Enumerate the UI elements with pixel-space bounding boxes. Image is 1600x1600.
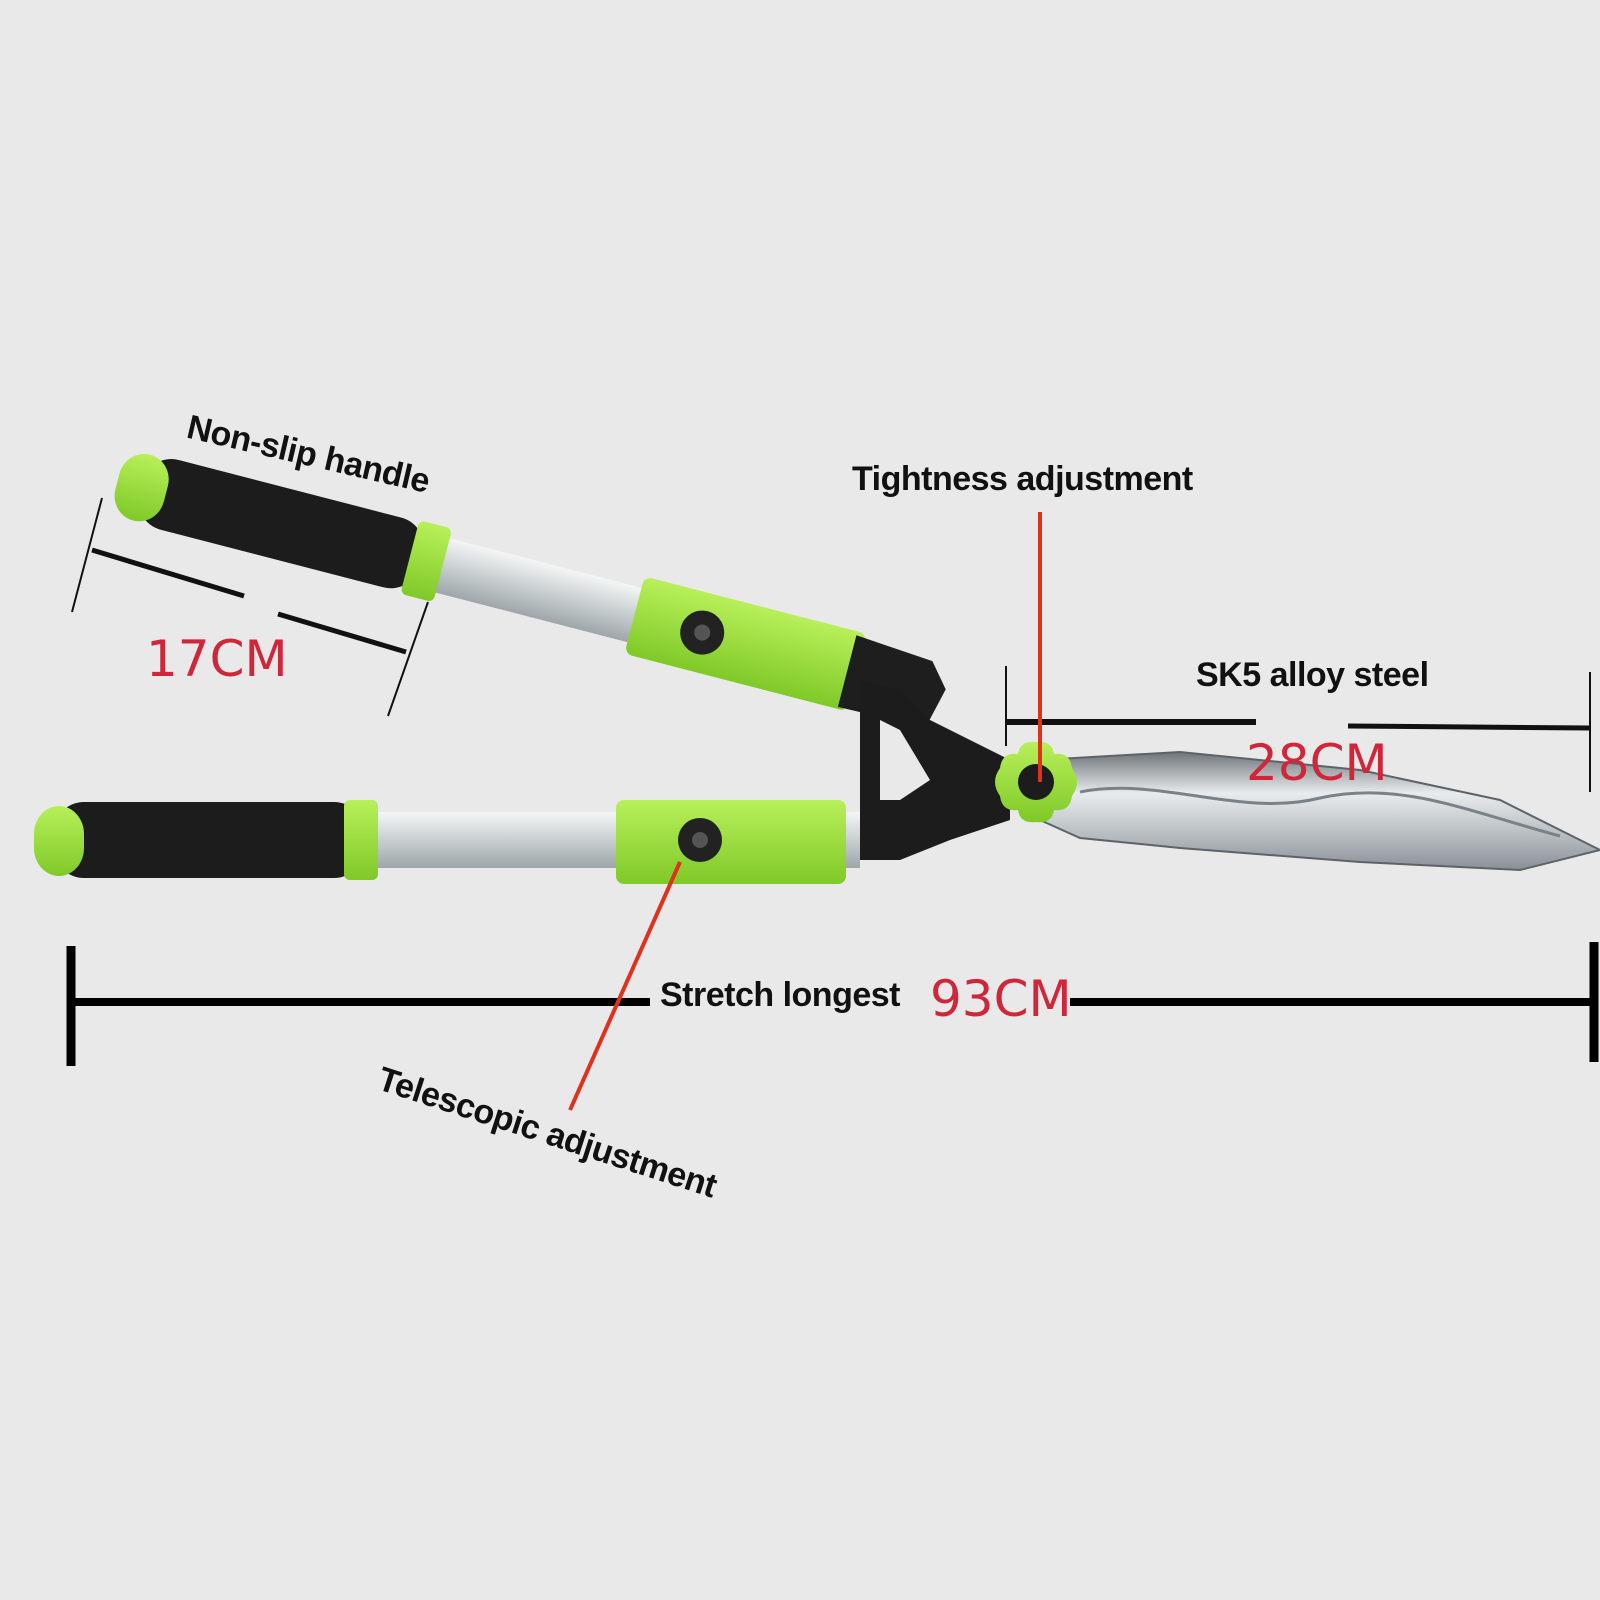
handle-length-value: 17CM (146, 630, 288, 688)
lower-handle-arm (34, 800, 860, 884)
lower-telescopic-collar (616, 800, 846, 884)
upper-telescopic-collar (626, 578, 866, 710)
upper-grip-end-cap (114, 453, 169, 522)
tightness-adjustment-label: Tightness adjustment (852, 460, 1193, 498)
lower-grip (54, 802, 364, 878)
dimension-total (66, 942, 1599, 1066)
blade-wavy-edge (1079, 786, 1561, 838)
blade-length-value: 28CM (1246, 734, 1388, 792)
shears-frame (860, 680, 1010, 860)
upper-grip (138, 459, 424, 589)
upper-grip-collar (401, 521, 451, 601)
upper-handle-arm (114, 453, 946, 728)
lower-grip-collar (344, 800, 378, 880)
stretch-longest-label: Stretch longest (660, 976, 900, 1014)
total-length-value: 93CM (930, 970, 1072, 1028)
telescopic-callout-line (568, 861, 682, 1111)
dimension-handle (71, 497, 429, 717)
lower-grip-end-cap (34, 806, 84, 876)
dimension-blade (1005, 666, 1591, 792)
blade (1039, 750, 1600, 872)
tightness-knob (995, 741, 1077, 823)
sk5-alloy-steel-label: SK5 alloy steel (1196, 656, 1429, 694)
